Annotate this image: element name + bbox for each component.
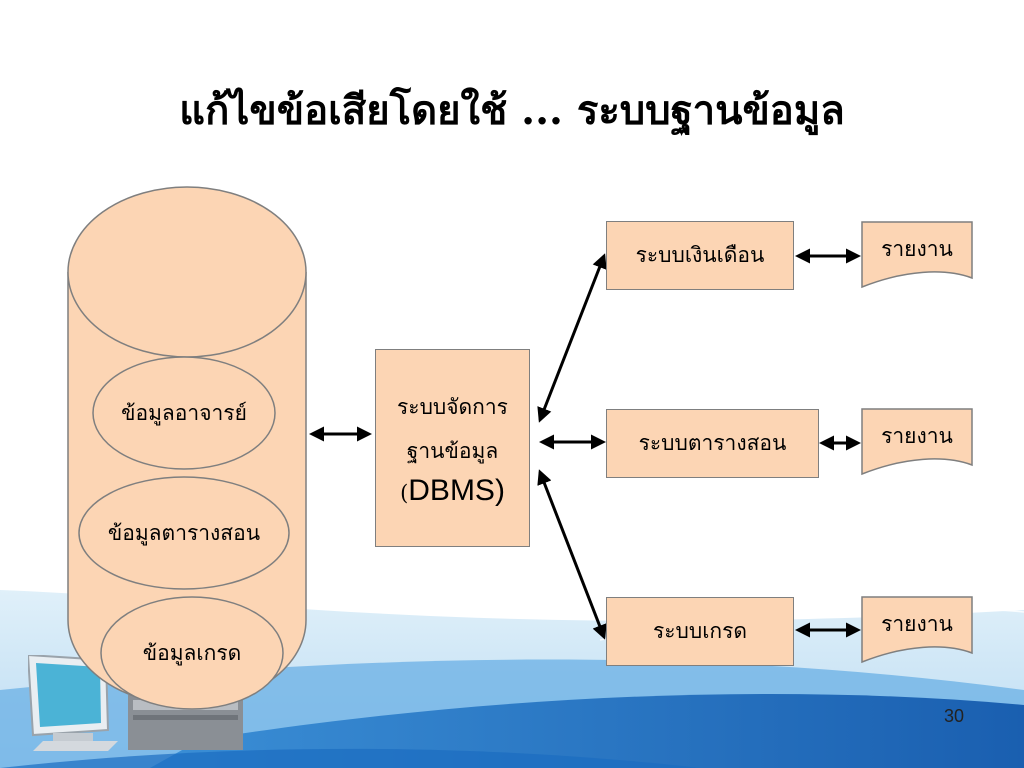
- report-doc-2: [861, 408, 973, 476]
- db-item-schedule: ข้อมูลตารางสอน: [107, 520, 261, 545]
- system-box-schedule: ระบบตารางสอน: [606, 409, 819, 478]
- dbms-box: ระบบจัดการ ฐานข้อมูล (DBMS): [375, 349, 530, 547]
- dbms-line1: ระบบจัดการ: [397, 395, 508, 419]
- arrow-dbms-salary: [537, 253, 607, 423]
- report-doc-1: [861, 221, 973, 289]
- report-label-2: รายงาน: [881, 424, 953, 448]
- arrow-dbms-grade: [537, 469, 607, 640]
- report-label-3: รายงาน: [881, 612, 953, 636]
- system-box-salary: ระบบเงินเดือน: [606, 221, 794, 290]
- system-box-grade: ระบบเกรด: [606, 597, 794, 666]
- db-item-grades: ข้อมูลเกรด: [142, 640, 242, 665]
- db-oval-teachers: [92, 356, 276, 470]
- report-doc-3: [861, 596, 973, 664]
- db-oval-grades: [100, 596, 284, 710]
- page-number: 30: [943, 706, 964, 726]
- dbms-line3: (DBMS): [400, 474, 505, 507]
- report-label-1: รายงาน: [881, 237, 953, 261]
- slide-title: แก้ไขข้อเสียโดยใช้ ... ระบบฐานข้อมูล: [179, 87, 845, 134]
- dbms-line2: ฐานข้อมูล: [406, 439, 499, 463]
- db-oval-schedule: [78, 476, 290, 590]
- db-item-teachers: ข้อมูลอาจารย์: [121, 400, 247, 425]
